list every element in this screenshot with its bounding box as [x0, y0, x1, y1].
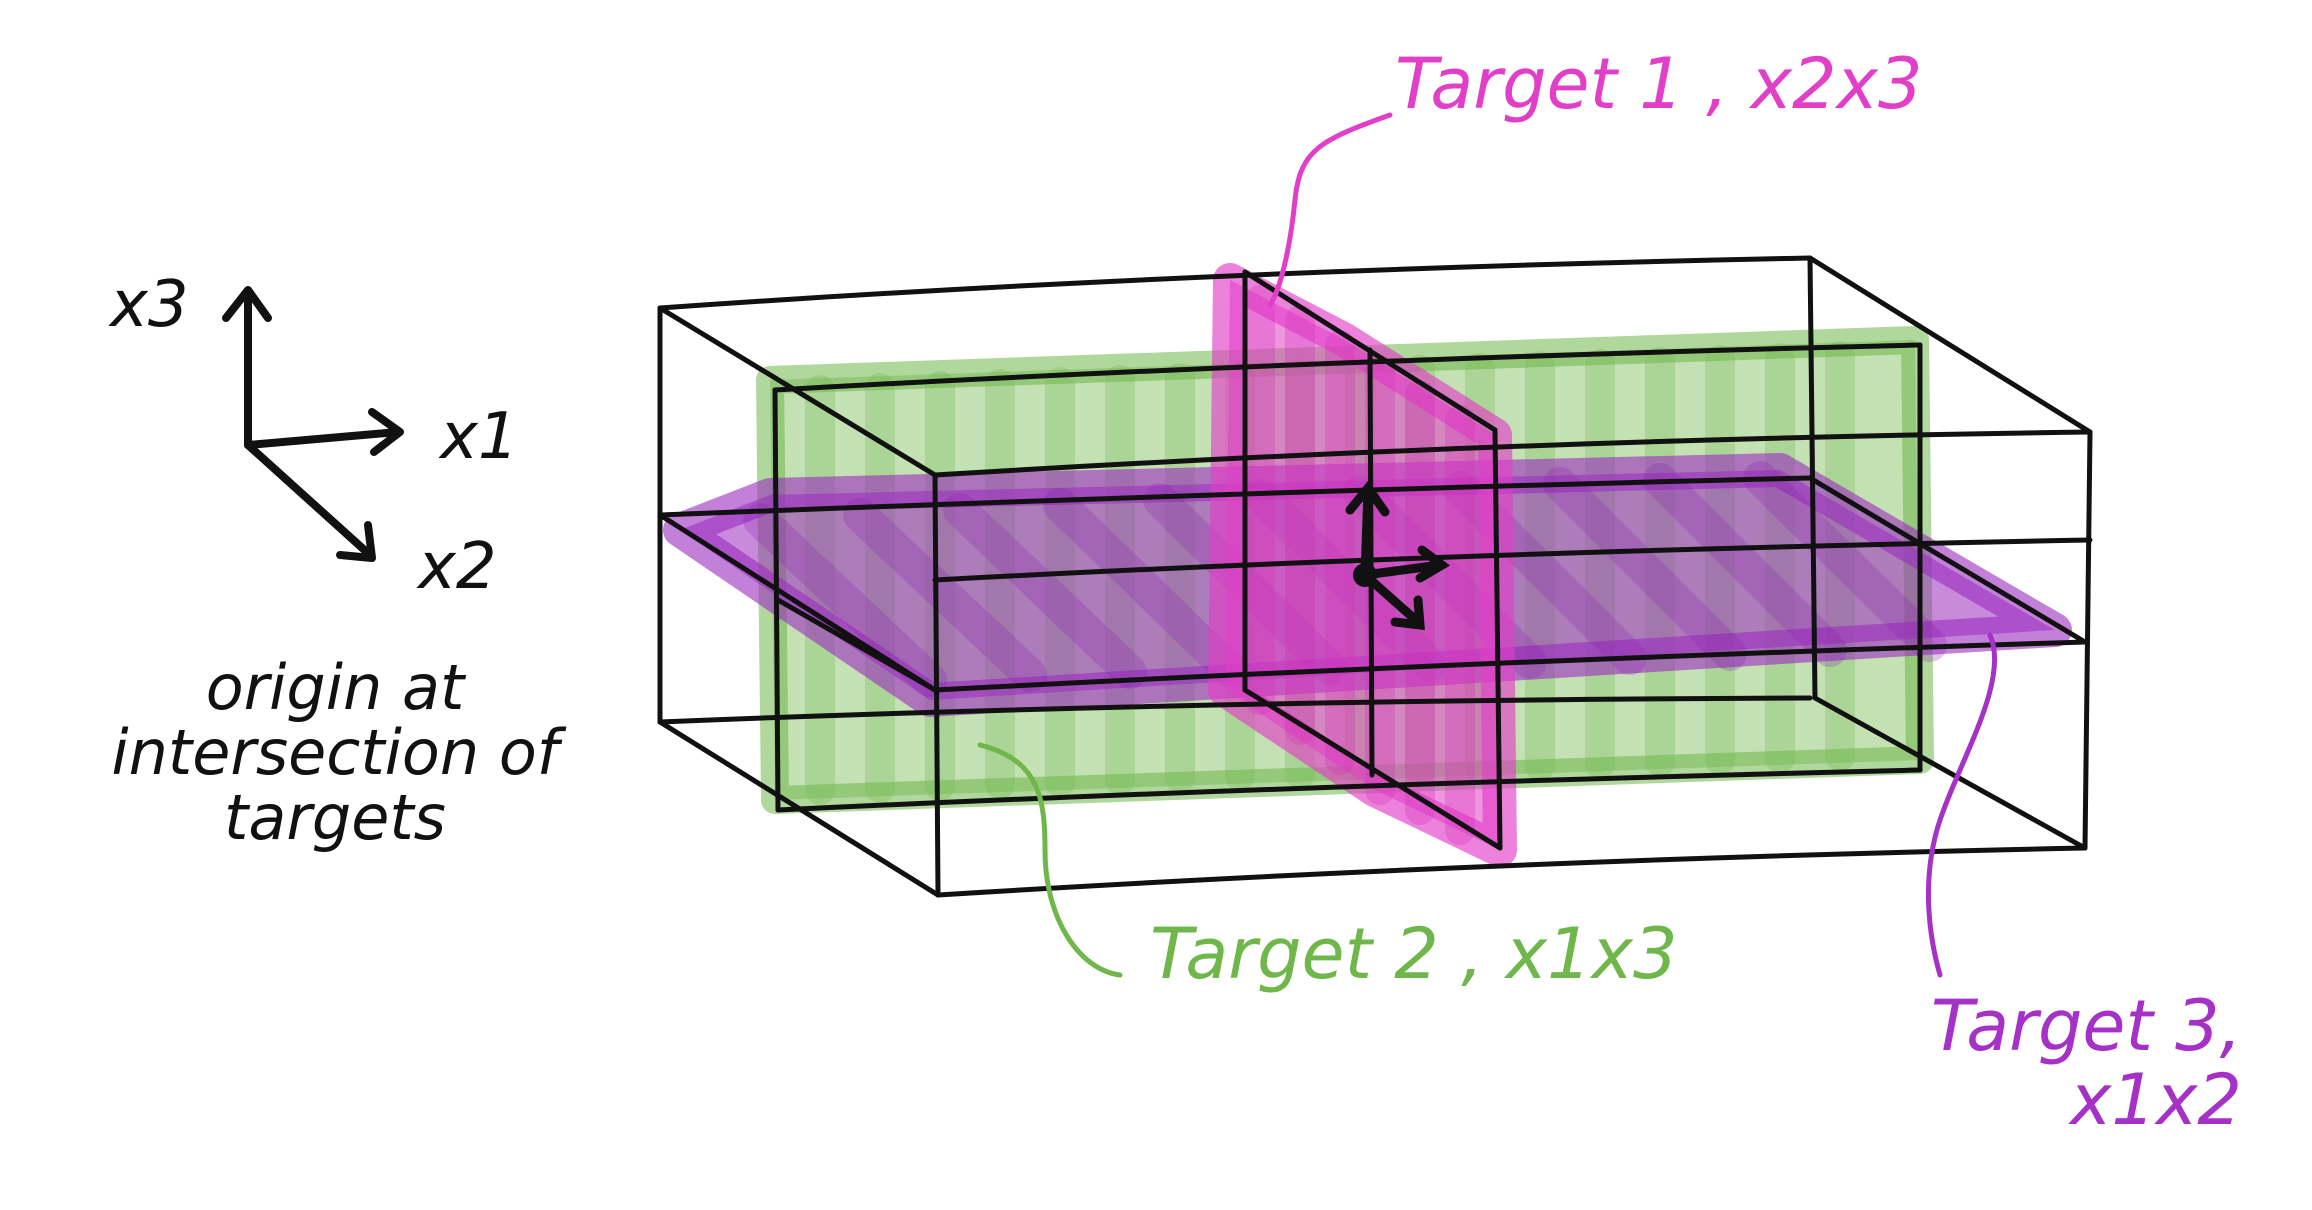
box-wireframe: [657, 255, 2093, 898]
target2-label: Target 2 , x1x3: [1150, 913, 1678, 995]
target1-label: Target 1 , x2x3: [1395, 43, 1923, 125]
origin-note-line1: origin at: [205, 651, 465, 724]
target1-leader: [1267, 112, 1393, 308]
target3-label-line1: Target 3,: [1930, 985, 2242, 1067]
origin-note-line2: intersection of: [111, 716, 559, 790]
origin-axes: [1345, 480, 1451, 631]
target2-leader: [977, 742, 1123, 978]
axes-legend-arrows: [222, 286, 404, 562]
x1-axis-label: x1: [440, 400, 519, 474]
origin-note-line3: targets: [224, 781, 446, 855]
target3-label: Target 3, x1x2: [1860, 985, 2242, 1141]
target3-label-line2: x1x2: [2070, 1058, 2242, 1141]
origin-note: origin at intersection of targets: [40, 655, 630, 850]
target3-leader: [1926, 632, 1998, 978]
x3-axis-label: x3: [110, 268, 189, 342]
x2-axis-label: x2: [418, 530, 497, 604]
